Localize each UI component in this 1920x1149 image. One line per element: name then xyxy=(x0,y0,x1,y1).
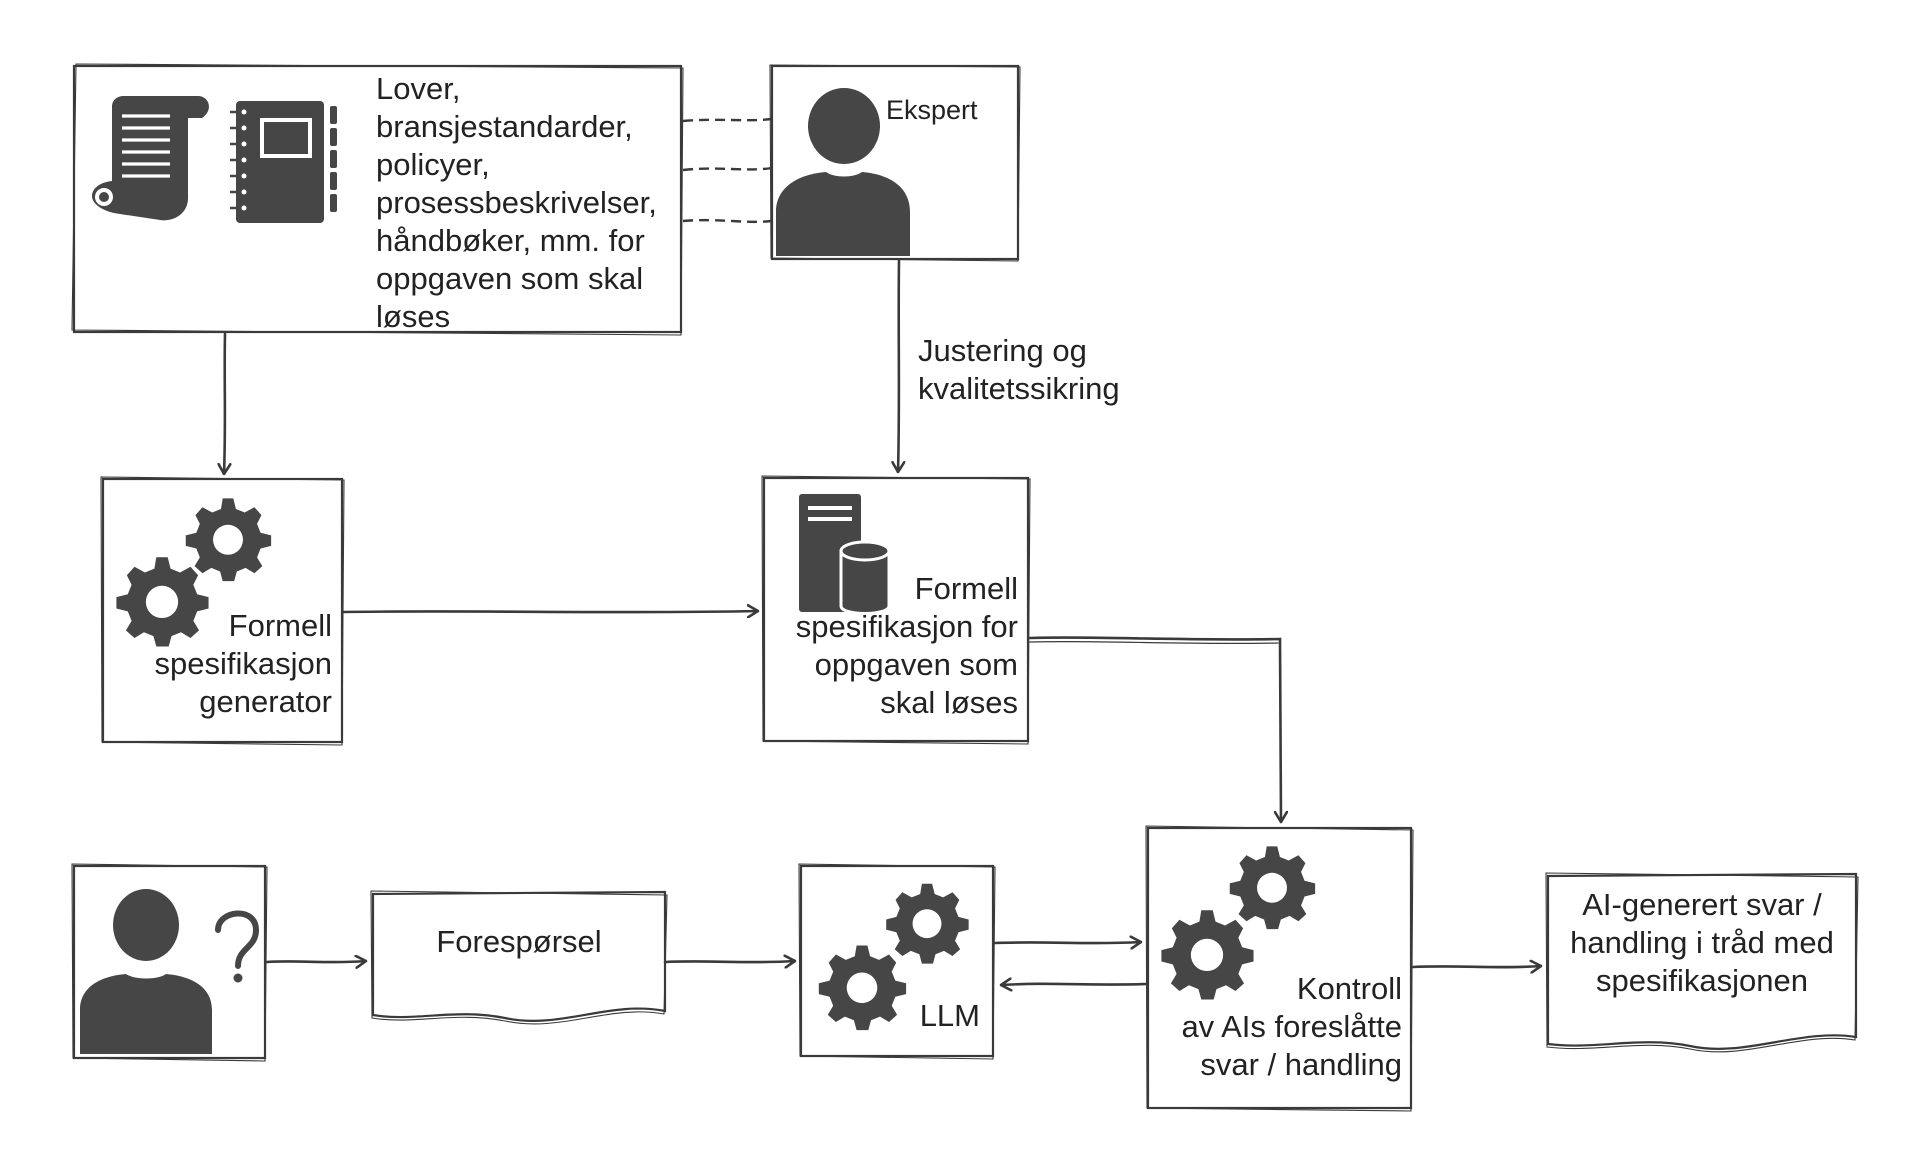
scroll-icon xyxy=(92,96,209,221)
sources-box xyxy=(71,63,684,336)
arrow-sources-to-generator xyxy=(224,332,225,476)
server-database-icon xyxy=(799,494,891,615)
dashed-connector-3 xyxy=(682,218,773,224)
arrow-specification-to-control xyxy=(1028,636,1281,824)
llm-box xyxy=(798,863,996,1060)
arrow-request-to-llm xyxy=(663,961,797,962)
arrow-generator-to-specification xyxy=(342,611,760,612)
control-label: Kontroll av AIs foreslåtte svar / handli… xyxy=(1181,971,1402,1082)
dashed-connector-2 xyxy=(682,166,773,172)
request-label: Forespørsel xyxy=(436,924,602,959)
arrow-llm-to-control xyxy=(993,942,1143,943)
expert-edge-label: Justering og kvalitetssikring xyxy=(918,333,1120,406)
arrow-user-to-request xyxy=(265,961,368,962)
notebook-icon xyxy=(230,101,337,223)
expert-person-icon xyxy=(776,88,910,256)
arrow-control-to-llm xyxy=(999,984,1148,985)
expert-label: Ekspert xyxy=(886,95,978,125)
arrow-control-to-output xyxy=(1411,966,1543,967)
output-document xyxy=(1545,872,1859,1053)
sources-label: Lover, bransjestandarder, policyer, pros… xyxy=(376,71,657,334)
output-label: AI-generert svar / handling i tråd med s… xyxy=(1570,887,1834,998)
dashed-connector-1 xyxy=(682,117,773,123)
llm-label: LLM xyxy=(919,998,980,1033)
questioning-user-icon xyxy=(80,889,260,1054)
specification-box xyxy=(761,475,1031,745)
expert-box xyxy=(769,64,1021,262)
arrow-expert-to-specification xyxy=(898,259,899,474)
control-box xyxy=(1145,825,1414,1112)
request-document xyxy=(370,890,668,1025)
generator-box xyxy=(100,476,345,746)
specification-label: Formell spesifikasjon for oppgaven som s… xyxy=(795,571,1018,720)
user-box xyxy=(71,863,268,1062)
generator-label: Formell spesifikasjon generator xyxy=(154,608,332,719)
